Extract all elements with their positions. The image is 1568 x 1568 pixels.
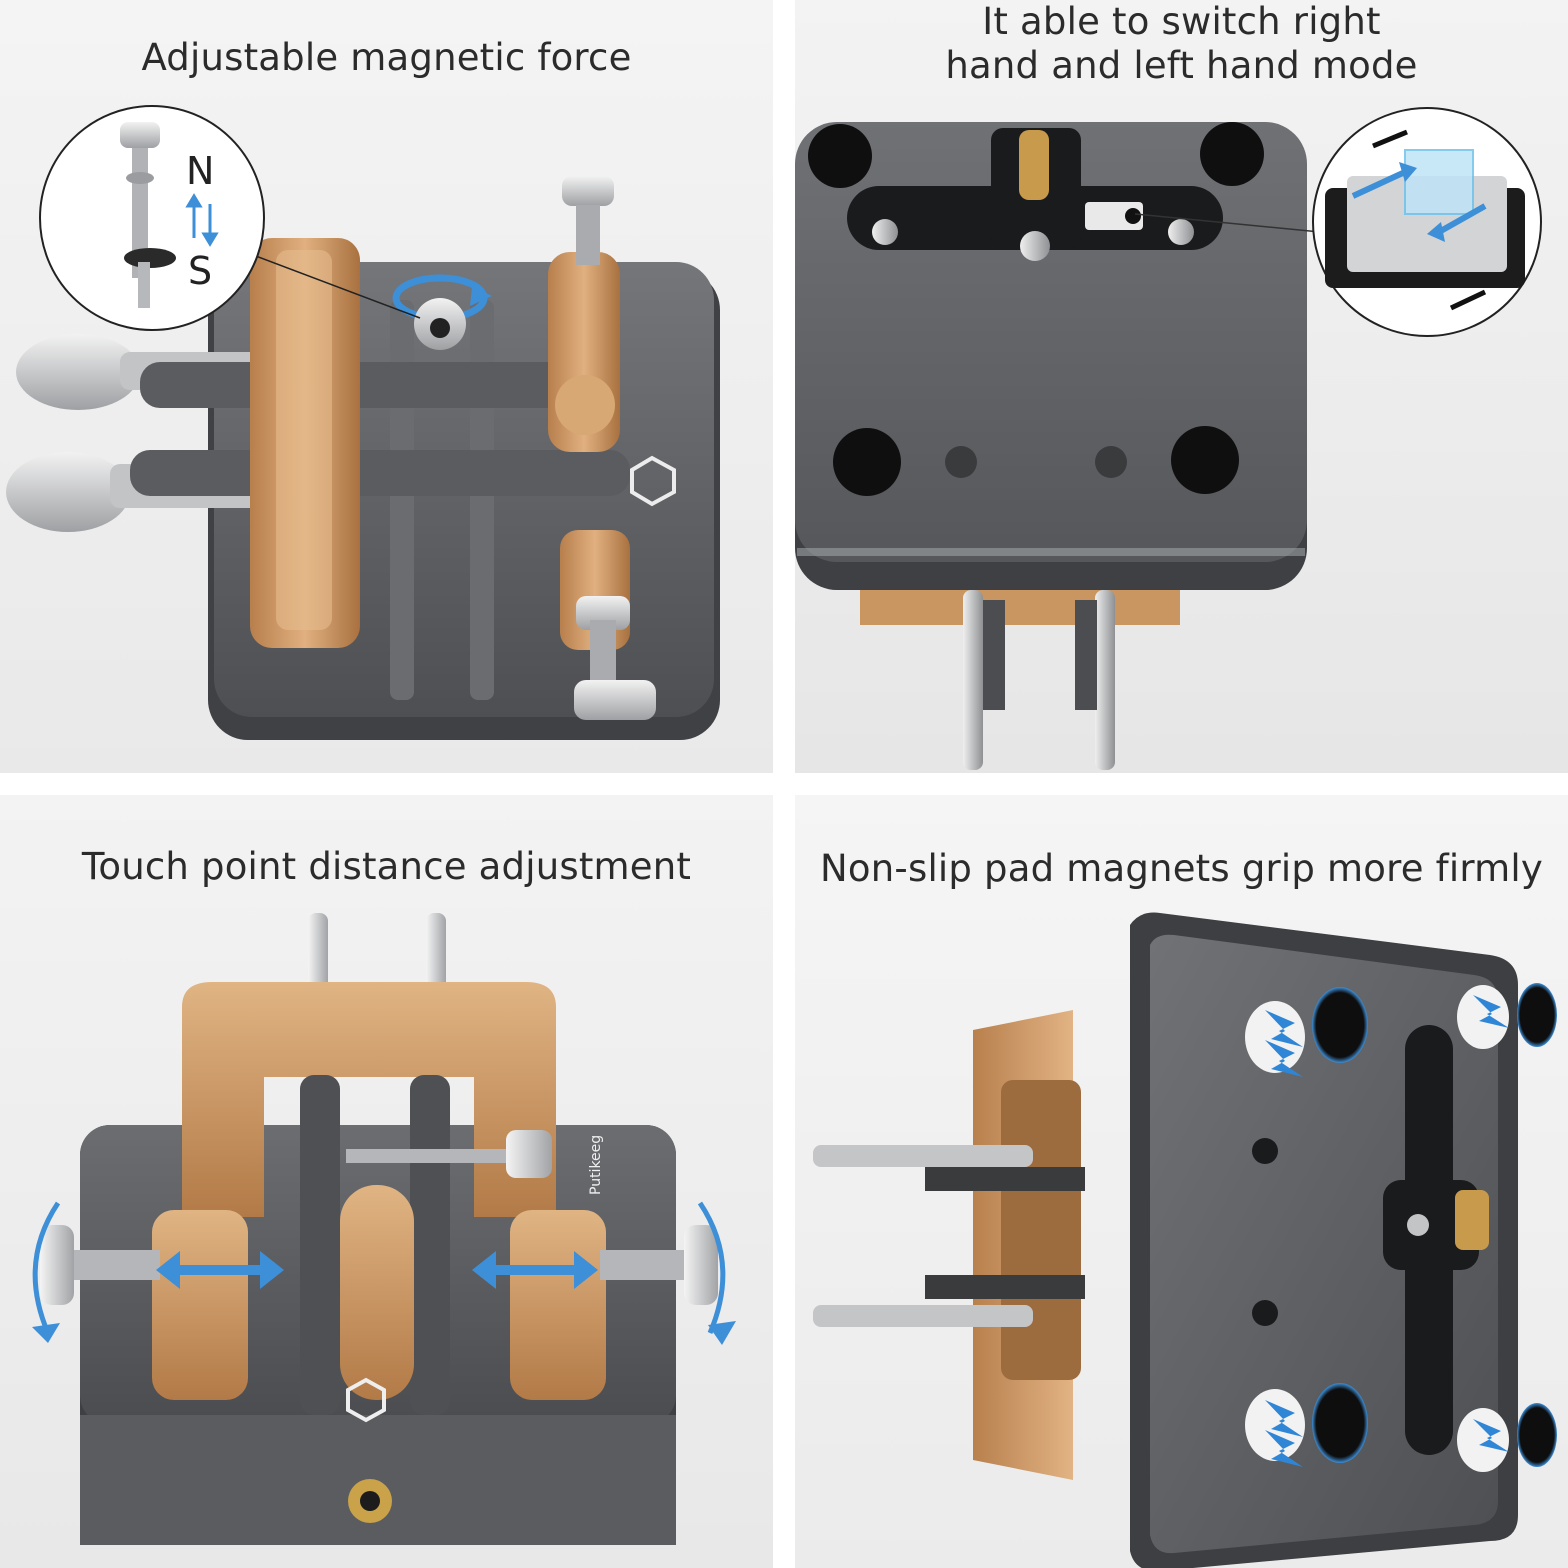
caption-line-1: It able to switch right [982,0,1381,43]
rotate-left-icon [32,1201,61,1334]
caption-touch-point: Touch point distance adjustment [81,845,692,888]
arm-right [410,1075,450,1415]
caption-hand-mode: It able to switch right hand and left ha… [795,0,1568,88]
paddle-key-angled-bottom-view [813,912,1557,1568]
rotate-right-icon [697,1201,726,1334]
panel-magnetic-force: Adjustable magnetic force [0,0,773,773]
side-block-left [152,1210,248,1400]
knurled-screw-left [40,1225,74,1305]
panel-touch-point: Touch point distance adjustment [0,795,773,1568]
panel-non-slip-pads: Non-slip pad magnets grip more firmly [795,795,1568,1568]
rubber-pad-icon [808,124,872,188]
magnet-pad-icon [1517,983,1557,1047]
screw-hole [1095,446,1127,478]
knurled-screw-bottom [574,680,656,720]
paddle-key-front-view: Putikeeg [32,913,736,1545]
arm-upper [140,362,610,408]
knurled-screw-mid [576,596,630,630]
lightning-icon [1245,1001,1305,1077]
center-post [340,1185,414,1400]
paddle-lower [813,1305,1033,1327]
bronze-frame [860,585,1180,625]
screw-hole [1252,1300,1278,1326]
caption-magnetic-force: Adjustable magnetic force [141,36,632,79]
arm-left [300,1075,340,1415]
distance-arrow-left-icon [156,1251,284,1289]
knurled-screw-right [684,1225,718,1305]
knurled-screw-back [506,1130,552,1178]
caption-line-2: hand and left hand mode [945,44,1418,87]
paddle-key-top-view: N S [6,105,720,740]
panel-hand-mode: It able to switch right hand and left ha… [795,0,1568,773]
paddle-upper [16,334,140,410]
north-label: N [186,149,214,193]
brand-logo-icon [346,1377,386,1423]
brand-name: Putikeeg [588,1135,604,1195]
mode-switch [1085,202,1143,230]
paddle-right [1095,590,1115,770]
paddle-upper [813,1145,1033,1167]
paddle-lower [6,452,130,532]
slide-arrows-icon [1351,162,1487,242]
side-block-right [510,1210,606,1400]
arm-lower [130,450,630,496]
south-label: S [188,249,212,293]
magnet-pad-icon [1312,987,1368,1063]
magnet-pad-icon [1312,1383,1368,1463]
lightning-icon [1457,1408,1509,1472]
screw-hole [945,446,977,478]
screw-hole [1252,1138,1278,1164]
rubber-pad-icon [1200,122,1264,186]
magnet-pad-icon [1517,1403,1557,1467]
rubber-pad-icon [1171,426,1239,494]
paddle-left [963,590,983,770]
attract-arrows-icon [185,193,219,247]
switch-cube-icon [1404,149,1474,215]
distance-arrow-right-icon [472,1251,598,1289]
knurled-screw-top [562,176,614,206]
caption-non-slip-pads: Non-slip pad magnets grip more firmly [820,847,1543,890]
magnet-zoom-circle [39,105,265,331]
brand-logo-icon [630,455,676,507]
lightning-icon [1245,1389,1305,1467]
paddle-key-bottom-view [795,107,1542,770]
lightning-icon [1457,985,1509,1049]
rubber-pad-icon [833,428,901,496]
bronze-frame [182,982,556,1217]
